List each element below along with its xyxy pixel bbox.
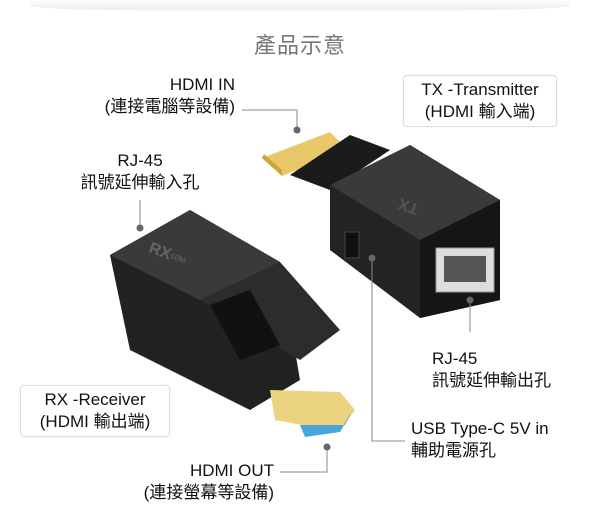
callout-title: USB Type-C 5V in — [411, 419, 549, 438]
leader-lines — [139, 109, 471, 473]
callout-desc: (HDMI 輸出端) — [39, 412, 151, 431]
callout-desc: 訊號延伸輸入孔 — [80, 173, 200, 192]
callout-title: TX -Transmitter — [421, 80, 539, 99]
callout-desc: (HDMI 輸入端) — [424, 102, 536, 121]
leader-dots — [136, 126, 474, 451]
page-title: 產品示意 — [253, 33, 346, 58]
callout-desc: 輔助電源孔 — [411, 441, 496, 460]
callout-title: HDMI OUT — [189, 461, 274, 480]
callout-title: RJ-45 — [432, 349, 478, 368]
callout-title: RX -Receiver — [44, 390, 146, 409]
rj45-out-callout: RJ-45 訊號延伸輸出孔 — [432, 348, 551, 392]
usb-callout: USB Type-C 5V in 輔助電源孔 — [411, 418, 549, 462]
rx-unit: RX 60M — [110, 210, 355, 437]
rx-label-box: RX -Receiver (HDMI 輸出端) — [20, 385, 170, 437]
tx-mark: TX — [396, 194, 421, 217]
rx-mark: RX — [147, 240, 174, 264]
callout-desc: (連接螢幕等設備) — [143, 483, 274, 502]
callout-title: HDMI IN — [169, 75, 235, 94]
rj45-in-callout: RJ-45 訊號延伸輸入孔 — [70, 150, 210, 194]
hdmi-out-callout: HDMI OUT (連接螢幕等設備) — [144, 460, 274, 504]
callout-title: RJ-45 — [117, 151, 163, 170]
top-shadow-divider — [30, 0, 570, 12]
callout-desc: 訊號延伸輸出孔 — [432, 371, 551, 390]
hdmi-in-callout: HDMI IN (連接電腦等設備) — [105, 74, 235, 118]
callout-desc: (連接電腦等設備) — [104, 97, 235, 116]
tx-label-box: TX -Transmitter (HDMI 輸入端) — [403, 75, 557, 127]
